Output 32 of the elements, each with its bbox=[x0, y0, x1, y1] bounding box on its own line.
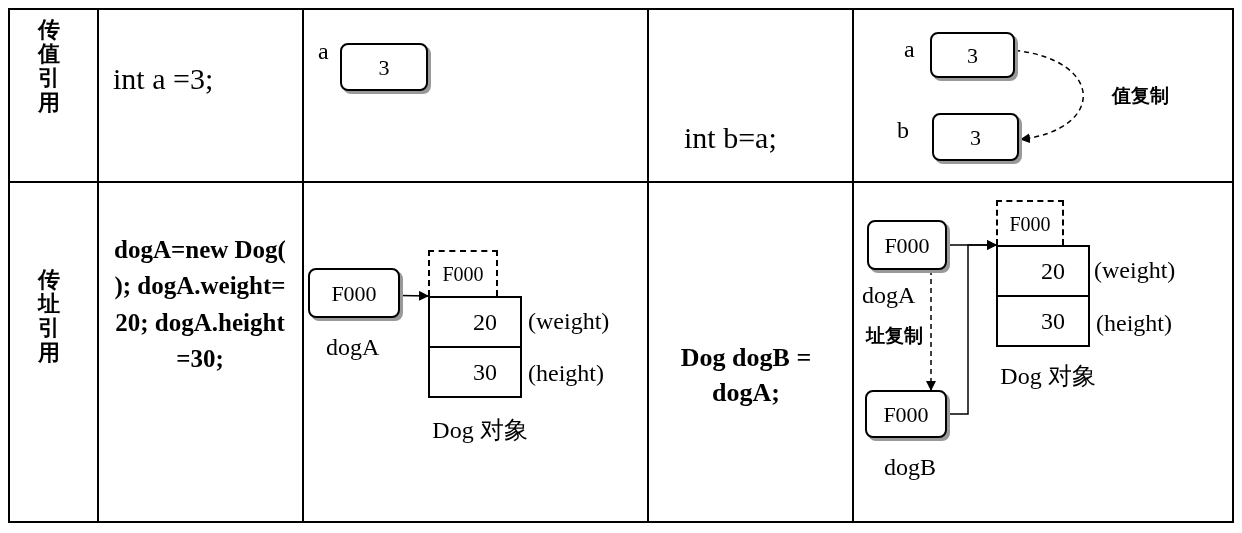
variable-name: (height) bbox=[1096, 309, 1172, 338]
field-cell: 30 bbox=[996, 297, 1090, 347]
variable-box: 3 bbox=[932, 113, 1019, 161]
object-caption: Dog 对象 bbox=[431, 416, 529, 445]
row-header: 传址引用 bbox=[38, 268, 60, 365]
variable-name: (height) bbox=[528, 359, 604, 388]
variable-box: 3 bbox=[340, 43, 428, 91]
field-cell: 20 bbox=[996, 245, 1090, 297]
object-caption: Dog 对象 bbox=[999, 362, 1097, 391]
code-text: int a =3; bbox=[113, 61, 214, 97]
variable-name: a bbox=[904, 35, 915, 64]
variable-name: dogA bbox=[326, 333, 380, 362]
address-box: F000 bbox=[996, 200, 1064, 245]
variable-name: dogB bbox=[884, 453, 936, 482]
variable-box: F000 bbox=[865, 390, 947, 438]
variable-name: (weight) bbox=[528, 307, 610, 336]
address-box: F000 bbox=[428, 250, 498, 296]
row-header: 传值引用 bbox=[38, 18, 60, 115]
variable-name: dogA bbox=[862, 281, 916, 310]
field-cell: 30 bbox=[428, 348, 522, 398]
variable-box: F000 bbox=[308, 268, 400, 318]
variable-name: (weight) bbox=[1094, 256, 1176, 285]
code-text: int b=a; bbox=[684, 120, 777, 156]
field-cell: 20 bbox=[428, 296, 522, 348]
variable-box: 3 bbox=[930, 32, 1015, 78]
edge-label: 址复制 bbox=[866, 324, 923, 348]
variable-name: b bbox=[897, 116, 909, 145]
edge-label: 值复制 bbox=[1112, 84, 1169, 108]
variable-box: F000 bbox=[867, 220, 947, 270]
code-text: dogA=new Dog( ); dogA.weight=20; dogA.height=30; bbox=[113, 235, 287, 374]
variable-name: a bbox=[318, 37, 329, 66]
code-text: Dog dogB = dogA; bbox=[679, 342, 813, 410]
